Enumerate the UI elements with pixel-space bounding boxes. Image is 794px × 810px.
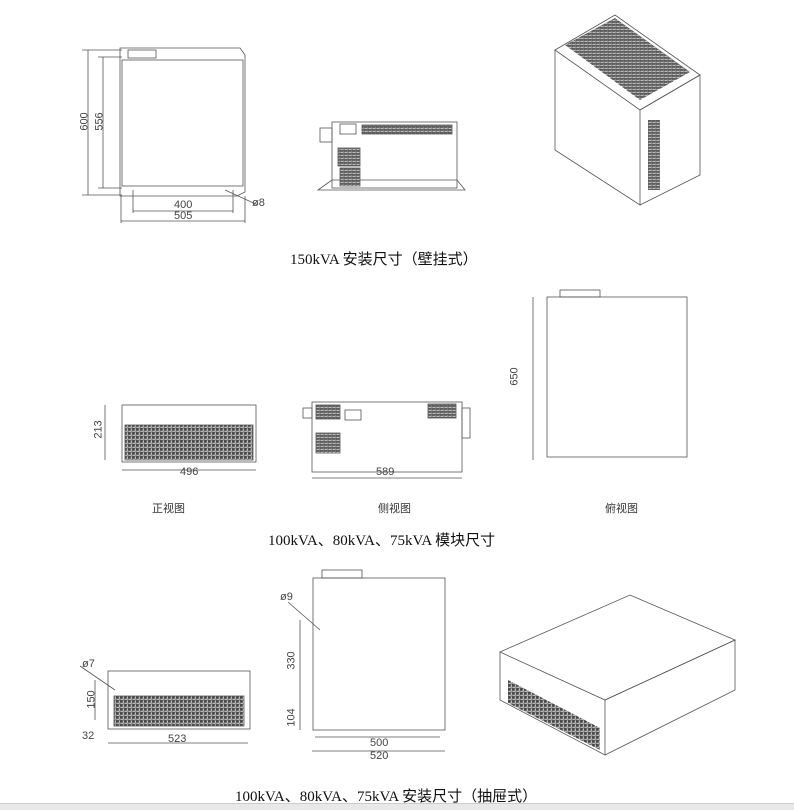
dim-width-inner: 400 bbox=[174, 199, 193, 211]
caption-drawer: 100kVA、80kVA、75kVA 安装尺寸（抽屉式） bbox=[235, 789, 538, 805]
label-top-view: 俯视图 bbox=[605, 503, 638, 515]
label-side-view: 侧视图 bbox=[378, 503, 411, 515]
dim-top-w-inner: 500 bbox=[370, 737, 389, 749]
drawing-drawer-top bbox=[287, 569, 446, 752]
dim-top-w-total: 520 bbox=[370, 750, 389, 762]
dim-top-h1: 330 bbox=[285, 651, 298, 670]
dim-hole: ø8 bbox=[252, 197, 265, 209]
drawing-150kva-iso bbox=[554, 14, 701, 206]
drawing-drawer-front bbox=[79, 665, 251, 744]
drawing-drawer-iso bbox=[499, 594, 736, 756]
caption-module: 100kVA、80kVA、75kVA 模块尺寸 bbox=[268, 533, 496, 549]
dim-width-total: 505 bbox=[174, 210, 193, 222]
drawing-150kva-front bbox=[82, 47, 259, 223]
drawing-module-top bbox=[532, 289, 688, 460]
dim-top-height: 650 bbox=[508, 367, 521, 386]
drawing-module-front bbox=[104, 404, 257, 471]
dim-front-width-drawer: 523 bbox=[168, 733, 187, 745]
dim-height-total: 600 bbox=[78, 112, 91, 131]
dim-front-width: 496 bbox=[180, 466, 199, 478]
caption-150kva: 150kVA 安装尺寸（壁挂式） bbox=[290, 252, 478, 268]
dim-front-height: 213 bbox=[92, 420, 105, 439]
dim-hole-front: ø7 bbox=[82, 658, 95, 670]
bottom-divider bbox=[0, 803, 794, 810]
label-front-view: 正视图 bbox=[152, 503, 185, 515]
drawing-module-side bbox=[302, 401, 471, 479]
dim-top-h2: 104 bbox=[285, 708, 298, 727]
dim-side-width: 589 bbox=[376, 466, 395, 478]
dim-front-h1: 150 bbox=[85, 690, 98, 709]
dim-height-inner: 556 bbox=[93, 112, 106, 131]
dim-front-h2: 32 bbox=[82, 730, 95, 742]
drawing-150kva-side bbox=[316, 121, 466, 191]
dim-hole-top: ø9 bbox=[280, 591, 293, 603]
